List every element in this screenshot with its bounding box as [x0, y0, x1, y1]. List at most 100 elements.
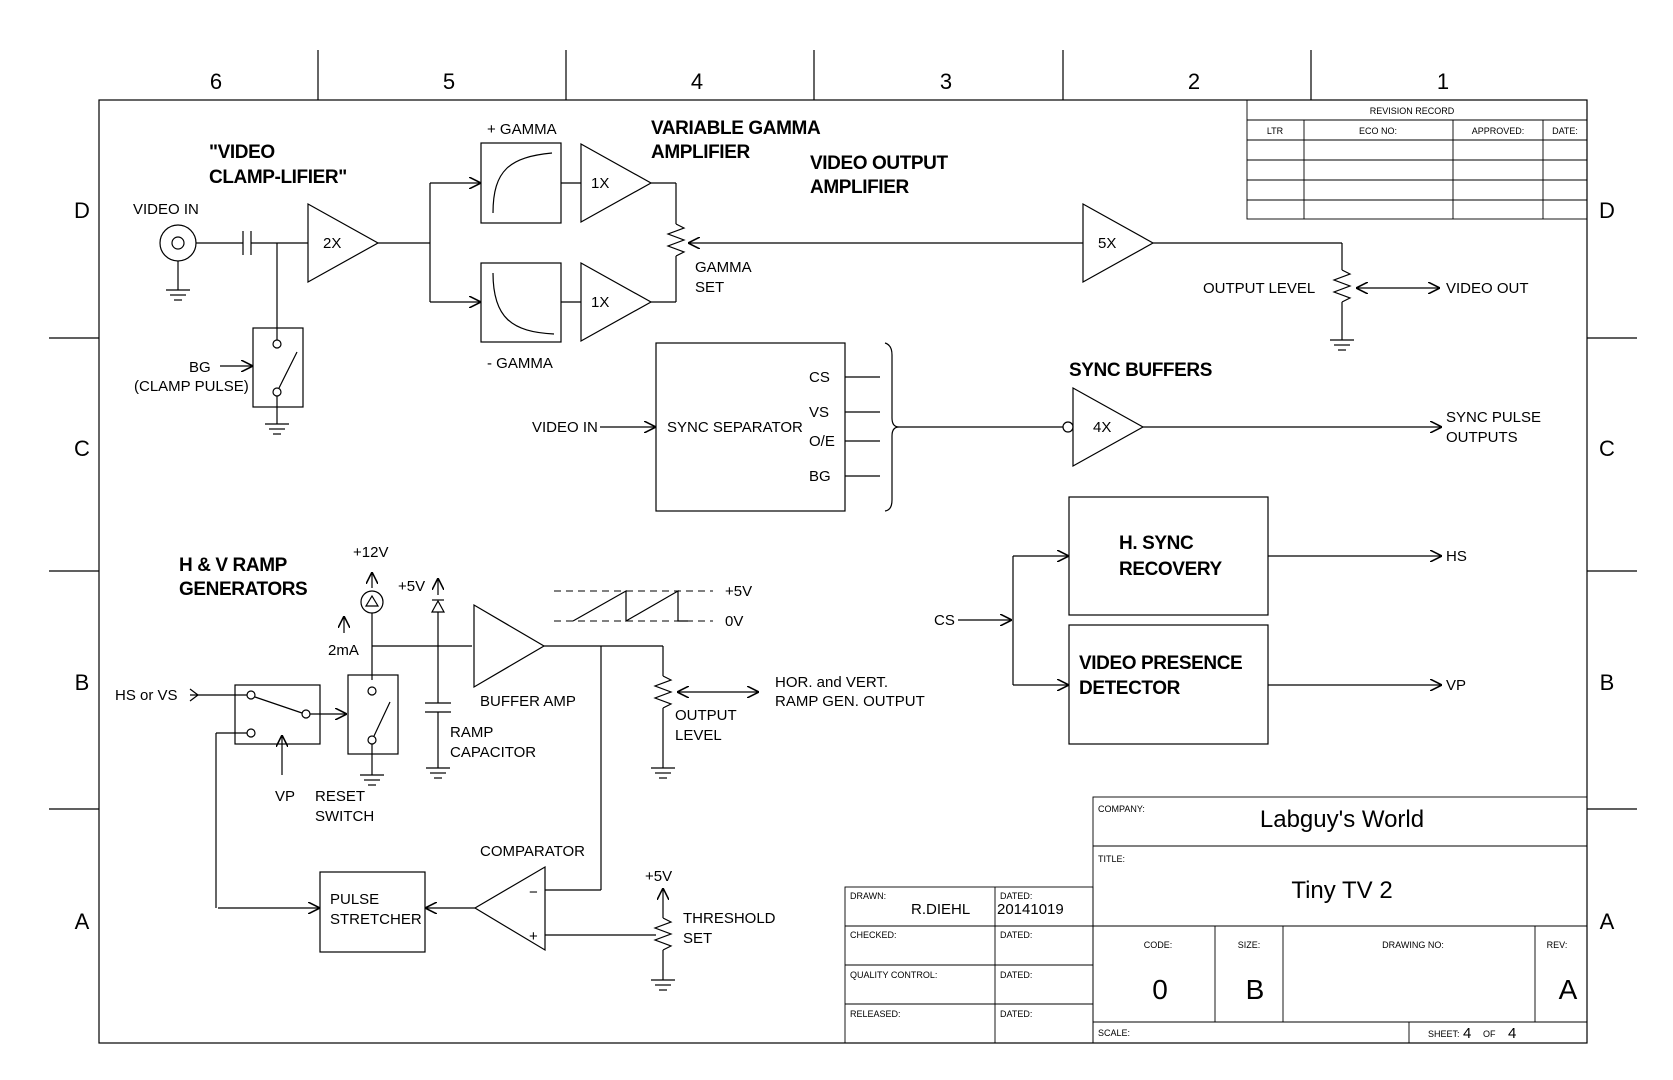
dated-label-1: DATED: [1000, 891, 1032, 901]
pulse-stretcher-block [319, 871, 426, 953]
label-threshold-set-2: SET [683, 930, 712, 947]
gamma-set-pot [666, 183, 1083, 302]
code-label: CODE: [1144, 940, 1173, 950]
gamma-split-wires [429, 183, 481, 302]
label-gamma-set: GAMMA [695, 259, 752, 276]
ramp-node-wires [372, 645, 472, 703]
zone-col-4: 4 [691, 69, 703, 94]
label-video-in: VIDEO IN [133, 201, 199, 218]
label-wave-plus-5v: +5V [725, 583, 752, 600]
title-value: Tiny TV 2 [1291, 877, 1392, 904]
rev-label: REV: [1547, 940, 1568, 950]
sheet-label: SHEET: [1428, 1029, 1460, 1039]
label-sync-pulse-outputs: SYNC PULSE [1446, 409, 1541, 426]
checked-label: CHECKED: [850, 930, 897, 940]
amp-2x [307, 202, 430, 284]
clamp-diode [430, 578, 446, 646]
rev-value: A [1559, 974, 1578, 1005]
label-hv-ramp-output-2: RAMP GEN. OUTPUT [775, 693, 925, 710]
label-ramp-output-level-2: LEVEL [675, 727, 722, 744]
label-reset-switch-2: SWITCH [315, 808, 374, 825]
released-label: RELEASED: [850, 1009, 901, 1019]
dated-label-4: DATED: [1000, 1009, 1032, 1019]
label-gamma-set-2: SET [695, 279, 724, 296]
hs-vs-switch [189, 684, 347, 908]
drawn-value: R.DIEHL [911, 901, 970, 918]
ramp-output-pot [650, 675, 759, 779]
label-amp-1x-bottom: 1X [591, 294, 609, 311]
code-value: 0 [1152, 974, 1168, 1005]
label-buffer-amp: BUFFER AMP [480, 693, 576, 710]
label-plus-5v-ramp: +5V [398, 578, 425, 595]
label-ramp-capacitor-2: CAPACITOR [450, 744, 536, 761]
label-h-sync-recovery: H. SYNC [1119, 533, 1194, 554]
revision-title: REVISION RECORD [1370, 106, 1455, 116]
size-label: SIZE: [1238, 940, 1261, 950]
title-video-clamp-2: CLAMP-LIFIER" [209, 167, 347, 188]
revision-col-date: DATE: [1552, 126, 1578, 136]
title-video-output-2: AMPLIFIER [810, 177, 909, 198]
zone-row-a-right: A [1600, 909, 1615, 934]
zone-row-c-left: C [74, 436, 90, 461]
zone-row-b-left: B [75, 670, 90, 695]
label-threshold-5v: +5V [645, 868, 672, 885]
label-video-presence: VIDEO PRESENCE [1079, 653, 1242, 674]
amp-5x [1082, 202, 1342, 284]
label-hs-or-vs: HS or VS [115, 687, 178, 704]
zone-row-d-left: D [74, 198, 90, 223]
label-output-level: OUTPUT LEVEL [1203, 280, 1315, 297]
sheet-value: 4 [1463, 1025, 1471, 1042]
plus-gamma-block [480, 142, 581, 224]
label-bg-sync: BG [809, 468, 831, 485]
revision-col-eco: ECO NO: [1359, 126, 1397, 136]
label-clamp-pulse: (CLAMP PULSE) [134, 378, 249, 395]
title-sync-buffers: SYNC BUFFERS [1069, 360, 1212, 381]
revision-col-ltr: LTR [1267, 126, 1284, 136]
drawing-frame [49, 50, 1637, 1044]
label-pulse-stretcher: PULSE [330, 891, 379, 908]
label-amp-4x: 4X [1093, 419, 1111, 436]
label-reset-switch: RESET [315, 788, 365, 805]
zone-col-3: 3 [940, 69, 952, 94]
label-hs-out: HS [1446, 548, 1467, 565]
label-hv-ramp-output: HOR. and VERT. [775, 674, 888, 691]
label-sync-separator: SYNC SEPARATOR [667, 419, 803, 436]
label-cs-in: CS [934, 612, 955, 629]
label-video-presence-2: DETECTOR [1079, 678, 1181, 699]
title-ramp-generators: H & V RAMP [179, 555, 288, 576]
sync-separator-block [655, 342, 846, 512]
of-value: 4 [1508, 1025, 1516, 1042]
ramp-capacitor [425, 702, 451, 779]
threshold-pot [650, 888, 676, 991]
title-variable-gamma-2: AMPLIFIER [651, 142, 750, 163]
company-label: COMPANY: [1098, 804, 1145, 814]
zone-col-1: 1 [1437, 69, 1449, 94]
dated-value: 20141019 [997, 901, 1064, 918]
video-in-jack [159, 224, 243, 301]
current-source [344, 572, 384, 680]
zone-row-a-left: A [75, 909, 90, 934]
qc-label: QUALITY CONTROL: [850, 970, 937, 980]
label-comparator-plus: + [529, 928, 538, 945]
h-sync-recovery-block [1068, 496, 1269, 616]
label-comparator-minus: − [529, 884, 538, 901]
amp-1x-top [580, 142, 676, 224]
of-label: OF [1483, 1029, 1496, 1039]
label-comparator: COMPARATOR [480, 843, 585, 860]
minus-gamma-block [480, 262, 581, 343]
zone-row-d-right: D [1599, 198, 1615, 223]
label-vp-out: VP [1446, 677, 1466, 694]
title-video-clamp: "VIDEO [209, 142, 275, 163]
label-wave-0v: 0V [725, 613, 743, 630]
label-bg: BG [189, 359, 211, 376]
label-ramp-output-level: OUTPUT [675, 707, 737, 724]
ramp-waveform [554, 589, 713, 623]
zone-row-c-right: C [1599, 436, 1615, 461]
dated-label-2: DATED: [1000, 930, 1032, 940]
label-oe: O/E [809, 433, 835, 450]
label-h-sync-recovery-2: RECOVERY [1119, 559, 1222, 580]
clamp-switch [220, 327, 304, 435]
dated-label-3: DATED: [1000, 970, 1032, 980]
label-amp-2x: 2X [323, 235, 341, 252]
comparator [425, 646, 656, 952]
